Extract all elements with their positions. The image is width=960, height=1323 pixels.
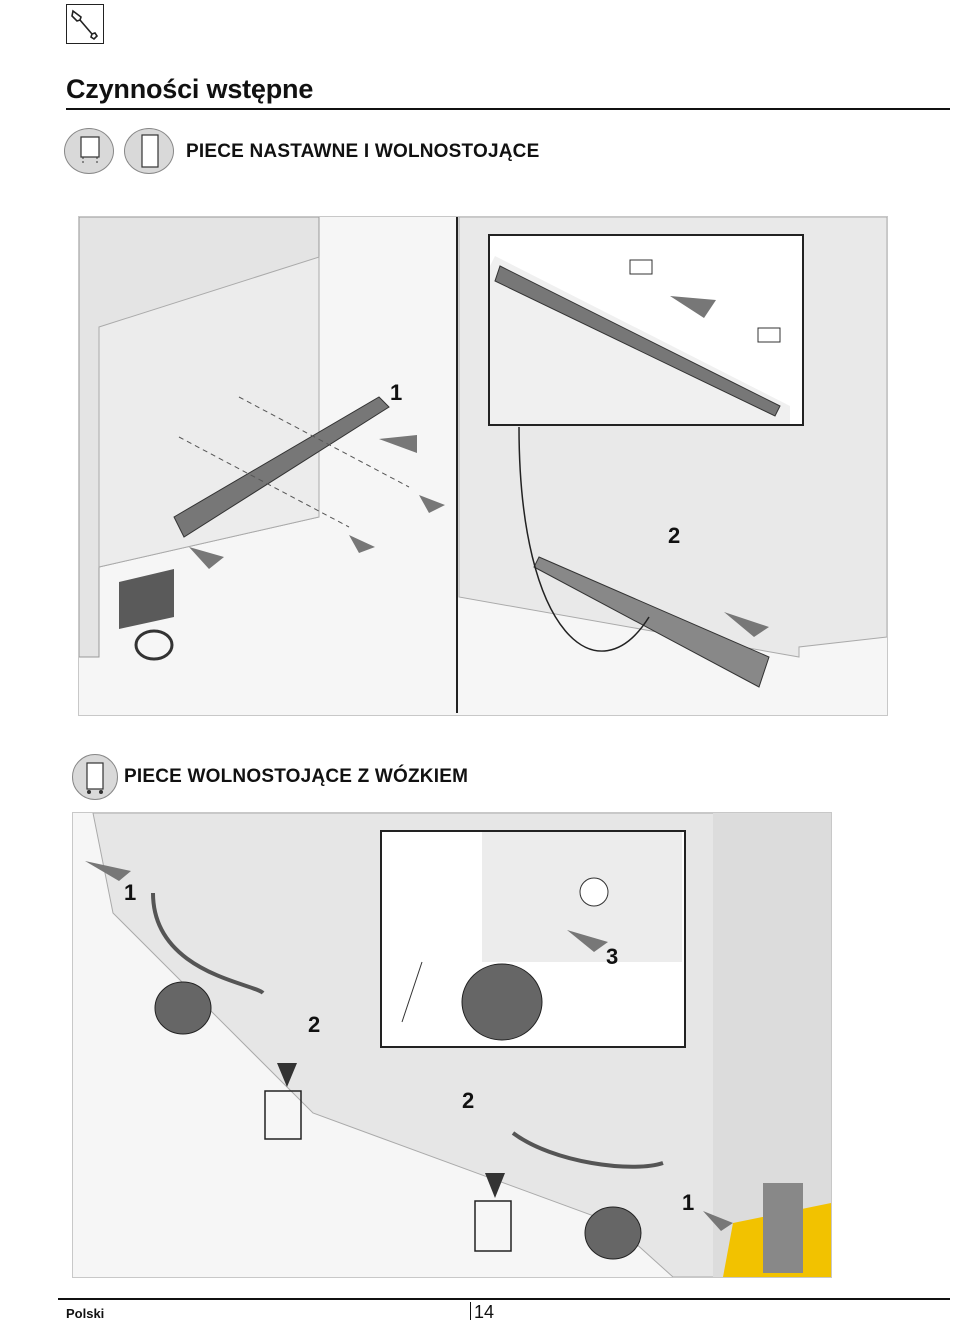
detail-inset-2 bbox=[380, 830, 686, 1048]
illustration-panel-1 bbox=[78, 216, 888, 716]
footer-language: Polski bbox=[66, 1306, 105, 1321]
step-number: 1 bbox=[124, 880, 137, 905]
page-divider bbox=[470, 1302, 471, 1320]
section-heading-1: PIECE NASTAWNE I WOLNOSTOJĄCE bbox=[186, 141, 540, 162]
page-title: Czynności wstępne bbox=[66, 74, 314, 104]
step-number: 3 bbox=[606, 944, 619, 969]
title-rule bbox=[66, 108, 950, 110]
trolley-oven-icon bbox=[72, 754, 118, 800]
step-number: 1 bbox=[682, 1190, 695, 1215]
detail-inset-1 bbox=[488, 234, 804, 426]
page-number: 14 bbox=[474, 1302, 495, 1322]
freestanding-oven-icon bbox=[124, 128, 174, 174]
step-number: 2 bbox=[462, 1088, 475, 1113]
benchtop-oven-icon bbox=[64, 128, 114, 174]
wrench-icon bbox=[66, 4, 104, 44]
footer-rule bbox=[58, 1298, 950, 1300]
section-heading-2: PIECE WOLNOSTOJĄCE Z WÓZKIEM bbox=[124, 766, 469, 787]
step-number: 2 bbox=[308, 1012, 321, 1037]
step-number: 2 bbox=[668, 523, 681, 548]
step-number: 1 bbox=[390, 380, 403, 405]
